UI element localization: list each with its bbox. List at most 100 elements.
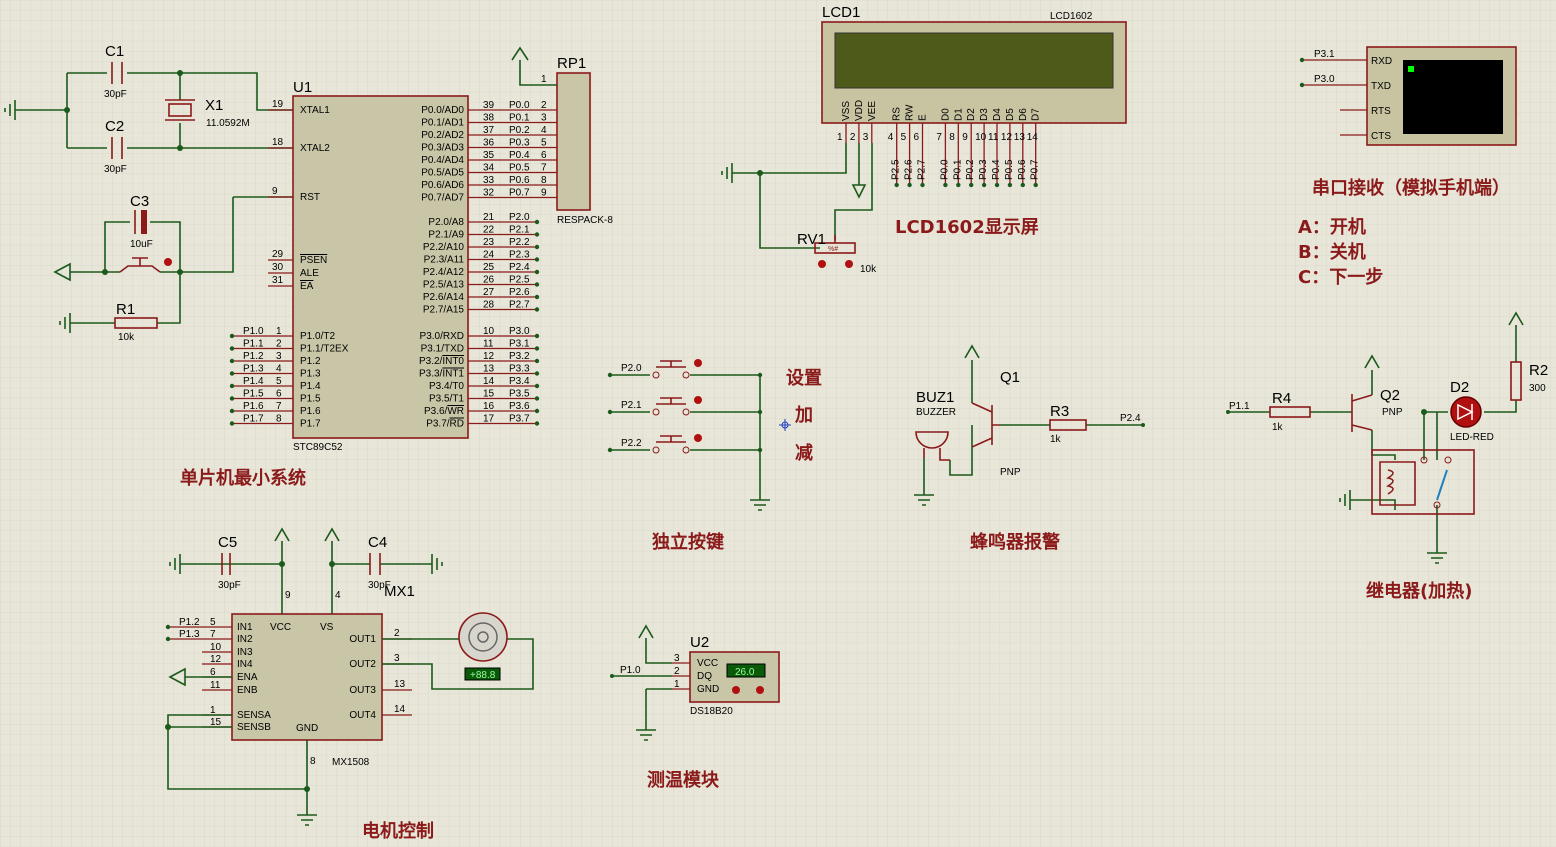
mcu-pin-name: P3.2/INT0 — [419, 356, 464, 367]
power-arrow-icon — [274, 527, 290, 542]
resistor-r4[interactable]: R4 1k — [1269, 390, 1311, 433]
uart-command-a: A：开机 — [1298, 217, 1366, 238]
key-contact — [652, 408, 660, 416]
power-arrow-icon — [1508, 311, 1524, 326]
mcu-pin-number: 11 — [483, 339, 494, 350]
mcu-net-label: P1.3 — [243, 364, 264, 375]
c1-value: 30pF — [104, 89, 127, 100]
junction-dot — [607, 372, 613, 378]
crystal-x1[interactable]: X1 11.0592M — [165, 97, 250, 129]
relay-coil[interactable] — [1371, 449, 1475, 515]
mcu-pin-name: P1.4 — [300, 381, 321, 392]
junction-dot — [1007, 182, 1013, 188]
power-arrow-icon — [1364, 354, 1380, 369]
junction-dot — [534, 421, 540, 426]
mcu-pin-number: 27 — [483, 287, 495, 298]
rp1-pin1: 1 — [541, 74, 547, 85]
transistor-q1[interactable]: Q1 PNP — [971, 369, 1021, 478]
rv1-mark: %# — [828, 246, 838, 253]
key-buttons: P2.0P2.1P2.2 — [607, 359, 763, 454]
junction-dot — [1299, 82, 1305, 88]
terminal-pin-name: RTS — [1371, 106, 1391, 117]
mcu-pin-name: P2.1/A9 — [428, 230, 464, 241]
lcd-pin-number: 9 — [962, 132, 968, 143]
sensor-reading: 26.0 — [735, 667, 755, 678]
mcu-pin-number: 28 — [483, 300, 495, 311]
md-net-label: P1.2 — [179, 617, 200, 628]
c4-value: 30pF — [368, 580, 391, 591]
mcu-u1[interactable]: U1 STC89C52 19XTAL118XTAL29RST29PSEN30AL… — [229, 79, 557, 453]
capacitor-c5[interactable]: C5 30pF — [218, 534, 241, 591]
lcd-ref: LCD1 — [822, 4, 860, 21]
rp1-part: RESPACK-8 — [557, 215, 613, 226]
junction-dot — [969, 182, 974, 188]
mcu-pin-name: P0.3/AD3 — [421, 143, 464, 154]
mcu-section: C1 30pF C2 30pF X1 11.0592M C3 — [4, 43, 613, 489]
oscillator-circuit: C1 30pF C2 30pF X1 11.0592M — [4, 43, 293, 175]
key-actuator — [656, 435, 686, 443]
u2-ref: U2 — [690, 634, 709, 651]
sensor-pin-number: 3 — [674, 653, 680, 664]
reset-button[interactable] — [119, 257, 172, 273]
buzzer-buz1[interactable]: BUZ1 BUZZER — [915, 389, 956, 461]
mcu-pin-number: 17 — [483, 414, 495, 425]
capacitor-c2[interactable]: C2 30pF — [104, 118, 127, 175]
md-pin-number: 8 — [310, 756, 316, 767]
junction-dot — [943, 182, 948, 188]
key-button-2[interactable]: P2.1 — [607, 396, 763, 416]
lcd-pin-name: VSS — [841, 101, 852, 121]
key-indicator — [694, 396, 702, 404]
section-title-sensor: 测温模块 — [647, 769, 720, 791]
motor-display: +88.8 — [470, 670, 496, 681]
md-pin-number: 9 — [285, 590, 291, 601]
key-contact — [652, 371, 660, 379]
junction-dot — [534, 333, 540, 339]
capacitor-c3[interactable]: C3 10uF — [130, 193, 153, 250]
capacitor-c4[interactable]: C4 30pF — [368, 534, 391, 591]
md-pin-number: 13 — [394, 679, 406, 690]
mcu-net-label: P2.1 — [509, 225, 530, 236]
dc-motor[interactable]: +88.8 — [458, 612, 508, 681]
u1-part: STC89C52 — [293, 442, 343, 453]
q2-ref: Q2 — [1380, 387, 1400, 404]
lcd-pin-name: VDD — [854, 100, 865, 121]
mcu-pin-name: XTAL1 — [300, 105, 330, 116]
c5-ref: C5 — [218, 534, 237, 551]
led-d2[interactable]: D2 LED-RED — [1450, 379, 1494, 443]
mcu-pin-number: 39 — [483, 100, 495, 111]
sensor-pin-name: DQ — [697, 671, 712, 682]
mcu-pin-name: P1.1/T2EX — [300, 344, 349, 355]
capacitor-c1[interactable]: C1 30pF — [104, 43, 127, 100]
md-net-label: P1.3 — [179, 629, 200, 640]
c3-ref: C3 — [130, 193, 149, 210]
lcd-pin-number: 14 — [1027, 132, 1039, 143]
resistor-r1[interactable]: R1 10k — [114, 301, 158, 343]
lcd-lcd1[interactable]: LCD1 LCD1602 VSS1VDD2VEE3RS4P2.5RW5P2.6E… — [821, 4, 1127, 188]
key-button-1[interactable]: P2.0 — [607, 359, 763, 379]
mcu-pin-number: 25 — [483, 262, 495, 273]
key-button-3[interactable]: P2.2 — [607, 434, 763, 454]
junction-dot — [229, 358, 235, 364]
r4-value: 1k — [1272, 422, 1284, 433]
resistor-r2[interactable]: R2 300 — [1510, 361, 1548, 401]
mcu-pin-name: P1.3 — [300, 369, 321, 380]
junction-dot — [956, 182, 961, 188]
potentiometer-rv1[interactable]: %# RV1 10k — [797, 231, 877, 275]
mcu-pin-name: P2.7/A15 — [423, 305, 465, 316]
junction-dot — [534, 371, 540, 376]
transistor-q2[interactable]: Q2 PNP — [1351, 387, 1403, 432]
mcu-pin-name: P0.6/AD6 — [421, 180, 464, 191]
lcd-pin-name: RW — [905, 104, 916, 121]
resistor-r3[interactable]: R3 1k — [1049, 403, 1087, 445]
rp1-pin-number: 7 — [541, 163, 547, 174]
md-pin-number: 1 — [210, 705, 216, 716]
mcu-pin-name: P1.2 — [300, 356, 321, 367]
sensor-pin-number: 1 — [674, 679, 680, 690]
section-title-relay: 继电器(加热) — [1366, 580, 1472, 602]
mcu-net-label: P3.4 — [509, 376, 530, 387]
